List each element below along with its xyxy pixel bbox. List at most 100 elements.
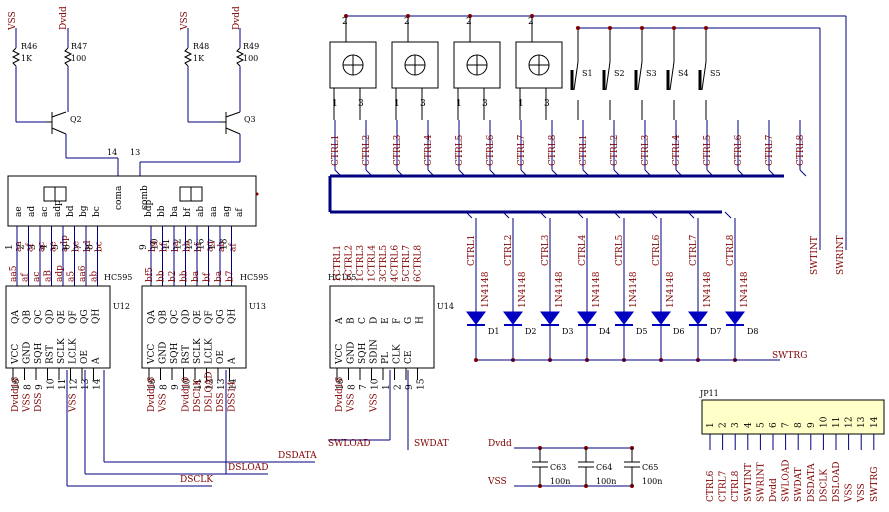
ic-pin-right: CLK	[393, 344, 403, 364]
ic-pin-right: LCLK	[205, 338, 215, 364]
display-pin-number: 15	[185, 238, 195, 250]
jp11-pin-net: VSS	[857, 483, 867, 503]
junction-dot	[640, 26, 644, 30]
digit-driver-q3	[139, 28, 245, 176]
bus-entry	[706, 169, 714, 177]
diode-part: 1N4148	[592, 271, 602, 308]
display-seg-label: bd	[66, 205, 76, 217]
ic-net-top: b2	[168, 271, 178, 283]
bus-entry	[675, 169, 683, 177]
ic-net-bottom: DSCLK	[193, 379, 203, 412]
ic-net-bottom: DSS	[34, 393, 44, 412]
diode-net: CTRL7	[689, 234, 699, 266]
ic-pin-left: F	[393, 318, 403, 324]
ic-pin-number: 9	[405, 384, 415, 390]
ctrl-net-top: CTRL7	[517, 134, 527, 166]
ic-net-bottom: Dvdd16	[11, 376, 21, 412]
ic-pin-left: QA	[11, 310, 21, 324]
jp11-pin-number: 4	[744, 422, 754, 428]
q3-ref: Q3	[244, 115, 256, 124]
diode-triangle	[540, 311, 560, 325]
switch-contact	[605, 61, 611, 91]
ic-pin-number: 9	[171, 384, 181, 390]
jp11-pin-number: 6	[769, 422, 779, 428]
ic-pin-left: QF	[69, 310, 79, 324]
diode-net: CTRL2	[504, 235, 514, 266]
ic-pin-number: 8	[348, 384, 358, 390]
display-wire-label: ac	[37, 242, 47, 252]
cap-value: 100n	[550, 477, 570, 486]
display-wire-label: ag	[206, 241, 216, 252]
jp11-pin-net: SWTRG	[870, 467, 880, 502]
display-wire-label: bb	[183, 240, 193, 252]
junction-dot	[608, 26, 612, 30]
ic-pin-number: 16	[12, 378, 22, 390]
ic-net-top: aa6	[78, 265, 88, 282]
bus-entry	[737, 169, 745, 177]
diode-ref: D8	[747, 327, 759, 336]
decoupling-caps	[514, 447, 634, 487]
diode-ref: D3	[562, 327, 574, 336]
dvdd-label-2: Dvdd	[232, 6, 242, 30]
ic-pin-left: QF	[205, 310, 215, 324]
connector-jp11	[701, 399, 885, 435]
seven-segment-display	[7, 175, 259, 227]
diode-part: 1N4148	[703, 271, 713, 308]
encoder-pin-label: 1	[394, 99, 400, 109]
display-com-label: coma	[114, 185, 124, 210]
ic-pin-right: CE	[404, 351, 414, 364]
switch-ref: S3	[646, 69, 657, 78]
switch-s2: S2	[602, 26, 625, 120]
ic-pin-left: QG	[216, 309, 226, 324]
ic-net-bottom: VSS	[159, 393, 169, 413]
ic-pin-number: 8	[24, 384, 34, 390]
ic-pin-number: 14	[93, 378, 103, 390]
top-rail	[346, 15, 847, 250]
display-wire-label: ba	[171, 240, 181, 252]
encoder-pin-label: 2	[528, 17, 534, 27]
net-dsclk: DSCLK	[180, 475, 213, 485]
net-swtrg: SWTRG	[772, 351, 807, 361]
diode-part: 1N4148	[481, 271, 491, 308]
junction-dot	[704, 26, 708, 30]
bus-entry	[724, 211, 732, 219]
ic-pin-right: GND	[23, 342, 33, 364]
ic-net-top: b7	[226, 270, 236, 282]
ic-pin-left: QD	[46, 309, 56, 324]
encoder-pin-label: 3	[420, 99, 426, 109]
junction-dot	[468, 14, 472, 18]
jp11-ref: JP11	[699, 389, 719, 398]
cap-ref: C65	[642, 463, 658, 472]
diode-net: CTRL6	[652, 234, 662, 266]
jp11-pin-net: SWRINT	[756, 462, 766, 502]
display-pin-number: 8	[86, 244, 96, 250]
encoder-pin-label: 2	[404, 17, 410, 27]
bus-entry	[489, 169, 497, 177]
switch-contact	[573, 61, 579, 91]
ic-net-top: 3CTRL5	[379, 245, 389, 282]
ic-pin-left: QE	[193, 310, 203, 324]
bus-entry	[551, 169, 559, 177]
bottom-signal-wires	[66, 370, 409, 487]
diode-part: 1N4148	[518, 271, 528, 308]
ic-pin-left: G	[404, 317, 414, 324]
diode-triangle	[651, 311, 671, 325]
display-wire-label: af	[229, 243, 239, 252]
ic-pin-right: SQH	[170, 342, 180, 364]
encoder-2: 2 1 3	[391, 14, 439, 120]
encoder-pin-label: 2	[342, 17, 348, 27]
ic-net-top: 4CTRL6	[391, 245, 401, 282]
bus-entry	[427, 169, 435, 177]
r47-value: 100	[71, 54, 86, 63]
display-seg-label: ad	[27, 206, 37, 217]
r49-ref: R49	[243, 42, 259, 51]
ic-net-top: ba	[191, 270, 201, 282]
ic-ref: U12	[113, 302, 130, 311]
